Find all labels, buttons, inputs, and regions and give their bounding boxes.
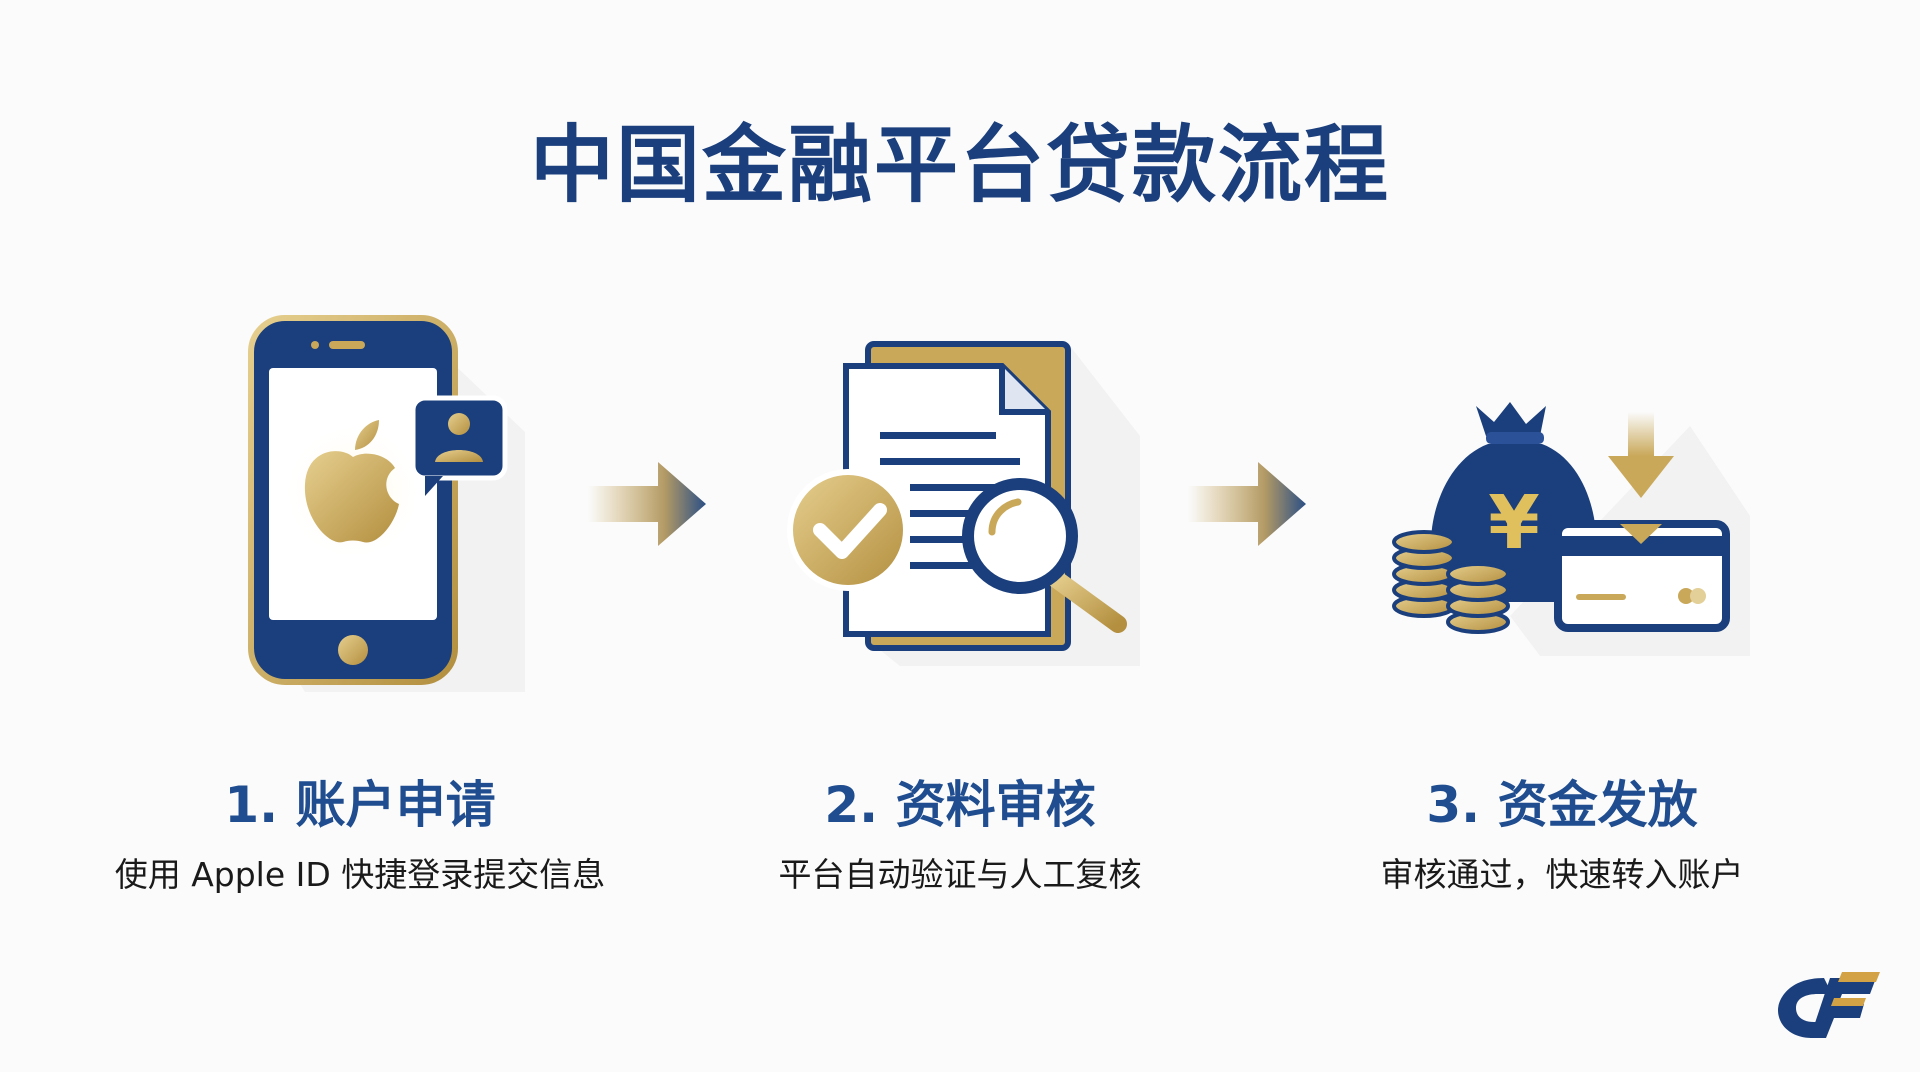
document-review-icon (787, 341, 1140, 666)
step-2-description: 平台自动验证与人工复核 (778, 855, 1142, 894)
phone-apple-id-icon (248, 315, 525, 692)
step-1-description: 使用 Apple ID 快捷登录提交信息 (114, 855, 606, 894)
money-bag-card-icon: ¥ (1392, 402, 1750, 656)
svg-text:¥: ¥ (1488, 480, 1540, 566)
flow-arrow-icon (588, 462, 706, 546)
step-3-description: 审核通过，快速转入账户 (1380, 855, 1744, 894)
page-title: 中国金融平台贷款流程 (529, 116, 1390, 214)
step-3-title: 3. 资金发放 (1426, 776, 1698, 834)
flow-arrow-icon (1188, 462, 1306, 546)
cf-logo-icon (1778, 972, 1880, 1038)
step-2-title: 2. 资料审核 (824, 776, 1096, 834)
step-1-title: 1. 账户申请 (224, 776, 496, 834)
